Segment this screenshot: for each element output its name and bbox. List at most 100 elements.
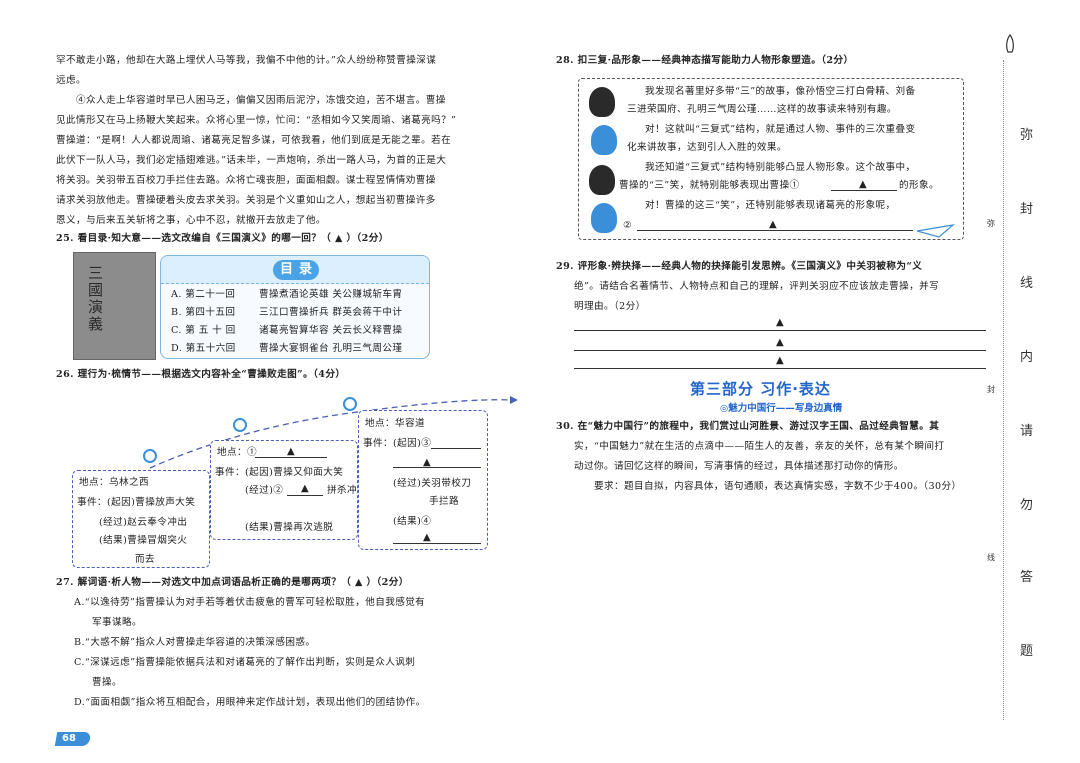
dialogue-line: 化来讲故事，达到引人入胜的效果。	[627, 142, 787, 153]
boy-avatar-icon	[591, 203, 617, 233]
menu-row-text: 诸葛亮智算华容 关云长义释曹操	[259, 325, 403, 336]
section-subtitle: ◎魅力中国行——写身边真情	[720, 403, 843, 414]
box2-result: (结果)曹操再次逃脱	[245, 522, 334, 533]
box3-cause: 事件：(起因)③	[363, 438, 432, 449]
menu-header: 目录	[161, 256, 429, 284]
question-30-requirement: 要求：题目自拟，内容具体，语句通顺，表达真情实感，字数不少于400。（30分）	[594, 481, 962, 492]
page-number-text: 68	[62, 733, 76, 744]
dialogue-line: 对！这就叫“三复式”结构，就是通过人物、事件的三次重叠变	[645, 124, 916, 135]
question-29: 29. 评形象·辨抉择——经典人物的抉择能引发思辨。《三国演义》中关羽被称为“义	[556, 261, 923, 272]
route-arrow	[143, 396, 518, 469]
seal-small-char: 线	[987, 553, 995, 562]
q27-option: 曹操。	[92, 677, 122, 688]
q27-option: D.“面面相觑”指众将互相配合，用眼神来定作战计划，表现出他们的团结协作。	[74, 697, 426, 708]
answer-blank-3b[interactable]	[393, 459, 481, 468]
box3-process: (经过)关羽带校刀	[393, 478, 472, 489]
q27-option: C.“深谋远虑”指曹操能依据兵法和对诸葛亮的了解作出判断，实则是众人讽刺	[74, 657, 416, 668]
answer-blank-6[interactable]	[637, 222, 913, 231]
box1-location: 地点：乌林之西	[79, 477, 149, 488]
menu-row-label: D. 第五十六回	[171, 343, 236, 354]
answer-mark: ▲	[776, 317, 785, 328]
box2-process: (经过)②	[245, 485, 284, 496]
seal-small-char: 封	[987, 385, 995, 394]
passage-line: 恩义，与后来五关斩将之事，心中不忍，就撤开去放走了他。	[56, 215, 326, 226]
girl-avatar-icon	[589, 87, 615, 117]
dialogue-box: 我发现名著里好多带“三”的故事，像孙悟空三打白骨精、刘备 三进荣国府、孔明三气周…	[578, 78, 964, 240]
box1-result-cont: 而去	[135, 554, 155, 565]
flow-box-3: 地点：华容道 事件：(起因)③ ▲ (经过)关羽带校刀 手拦路 (结果)④ ▲	[358, 410, 488, 550]
answer-mark: ▲	[776, 337, 785, 348]
flow-box-2: 地点：① ▲ 事件：(起因)曹操又仰面大笑 (经过)② ▲ 拼杀冲出 (结果)曹…	[210, 440, 367, 540]
answer-mark: ▲	[423, 457, 432, 468]
question-30: 30. 在“魅力中国行”的旅程中，我们赏过山河胜景、游过汉字王国、品过经典智慧。…	[556, 421, 940, 432]
box3-result: (结果)④	[393, 516, 432, 527]
answer-blank-2[interactable]	[287, 487, 323, 496]
passage-line: 请求关羽放他走。曹操硬着头皮去求关羽。关羽是个义重如山之人，想起当初曹操许多	[56, 195, 436, 206]
answer-mark: ▲	[859, 179, 868, 190]
box1-process: (经过)赵云奉令冲出	[99, 517, 188, 528]
passage-line: 远虑。	[56, 75, 86, 86]
answer-blank-1[interactable]	[255, 449, 327, 458]
seal-char: 题	[1020, 644, 1034, 659]
seal-char: 内	[1020, 350, 1034, 365]
passage-line: ④众人走上华容道时早已人困马乏，偏偏又因雨后泥泞，冻饿交迫，苦不堪言。曹操	[76, 95, 446, 106]
answer-mark: ▲	[769, 219, 778, 230]
question-27: 27. 解词语·析人物——对选文中加点词语品析正确的是哪两项？（ ▲ ）（2分）	[56, 577, 409, 588]
question-30-line: 实，“中国魅力”就在生活的点滴中——陌生人的友善，亲友的关怀，总有某个瞬间打	[574, 441, 945, 452]
menu-row-text: 曹操大宴铜雀台 孔明三气周公瑾	[259, 343, 403, 354]
answer-blank-5[interactable]	[831, 182, 897, 191]
answer-line[interactable]	[574, 330, 986, 331]
answer-line[interactable]	[574, 350, 986, 351]
dialogue-line: 我发现名著里好多带“三”的故事，像孙悟空三打白骨精、刘备	[645, 86, 916, 97]
question-25: 25. 看目录·知大意——选文改编自《三国演义》的哪一回？（ ▲ ）（2分）	[56, 233, 389, 244]
dialogue-line: 对！曹操的这三“笑”，还特别能够表现诸葛亮的形象呢，	[645, 200, 896, 211]
girl-avatar-icon	[589, 165, 615, 195]
menu-row-label: B. 第四十五回	[171, 307, 236, 318]
box2-cause: 事件：(起因)曹操又仰面大笑	[215, 467, 344, 478]
dialogue-line: 曹操的“三”笑，就特别能够表现出曹操①	[619, 180, 800, 191]
question-28: 28. 扣三复·品形象——经典神态描写能助力人物形象塑造。（2分）	[556, 55, 854, 66]
seal-char: 线	[1020, 276, 1034, 291]
menu-row-label: C. 第 五 十 回	[171, 325, 236, 336]
boy-avatar-icon	[591, 125, 617, 155]
dialogue-line: 我还知道“三复式”结构特别能够凸显人物形象。这个故事中，	[645, 162, 916, 173]
box2-process-cont: 拼杀冲出	[327, 485, 367, 496]
q27-option: 军事谋略。	[92, 617, 142, 628]
menu-row-text: 曹操煮酒论英雄 关公赚城斩车胄	[259, 289, 403, 300]
q27-option: A.“以逸待劳”指曹操认为对手若等着伏击疲惫的曹军可轻松取胜，他自我感觉有	[74, 597, 426, 608]
answer-blank-4[interactable]	[393, 535, 481, 544]
seal-char: 请	[1020, 424, 1034, 439]
passage-line: 曹操道：“是啊！人人都说周瑜、诸葛亮足智多谋，可依我看，他们到底是无能之辈。若在	[56, 135, 452, 146]
box3-location: 地点：华容道	[365, 418, 425, 429]
answer-mark: ▲	[423, 532, 432, 543]
answer-line[interactable]	[574, 368, 986, 369]
rocket-icon	[1006, 34, 1014, 53]
seal-char: 封	[1020, 202, 1034, 217]
q27-option: B.“大惑不解”指众人对曹操走华容道的决策深感困惑。	[74, 637, 316, 648]
seal-char: 答	[1020, 570, 1034, 585]
seal-line	[1003, 60, 1004, 720]
question-30-line: 动过你。请回忆这样的瞬间，写清事情的经过，具体描述那打动你的情形。	[574, 461, 904, 472]
menu-row-label: A. 第二十一回	[171, 289, 236, 300]
page-number: 68	[54, 730, 94, 748]
dialogue-line: 三进荣国府、孔明三气周公瑾……这样的故事读来特别有趣。	[627, 104, 897, 115]
question-26: 26. 理行为·梳情节——根据选文内容补全“曹操败走图”。（4分）	[56, 369, 346, 380]
box1-result: (结果)曹操冒烟突火	[99, 535, 188, 546]
seal-small-char: 弥	[987, 219, 995, 228]
answer-mark: ▲	[287, 446, 296, 457]
book-title: 三國演義	[88, 264, 104, 333]
question-29-line: 明理由。（2分）	[574, 301, 646, 312]
question-29-line: 绝”。请结合名著情节、人物特点和自己的理解，评判关羽应不应该放走曹操，并写	[574, 281, 940, 292]
box2-location: 地点：①	[217, 447, 257, 458]
seal-char: 勿	[1020, 498, 1034, 513]
answer-mark: ▲	[776, 355, 785, 366]
menu-row-text: 三江口曹操折兵 群英会蒋干中计	[259, 307, 403, 318]
passage-line: 罕不敢走小路，他却在大路上埋伏人马等我，我偏不中他的计。”众人纷纷称赞曹操深谋	[56, 55, 437, 66]
dialogue-line: ②	[623, 220, 633, 231]
flow-box-1: 地点：乌林之西 事件：(起因)曹操放声大笑 (经过)赵云奉令冲出 (结果)曹操冒…	[72, 470, 210, 568]
book-cover-image: 三國演義	[73, 252, 156, 360]
dialogue-line: 的形象。	[899, 180, 939, 191]
section-title: 第三部分 习作·表达	[690, 380, 831, 398]
answer-blank-3[interactable]	[431, 440, 481, 449]
box3-process-cont: 手拦路	[429, 496, 459, 507]
